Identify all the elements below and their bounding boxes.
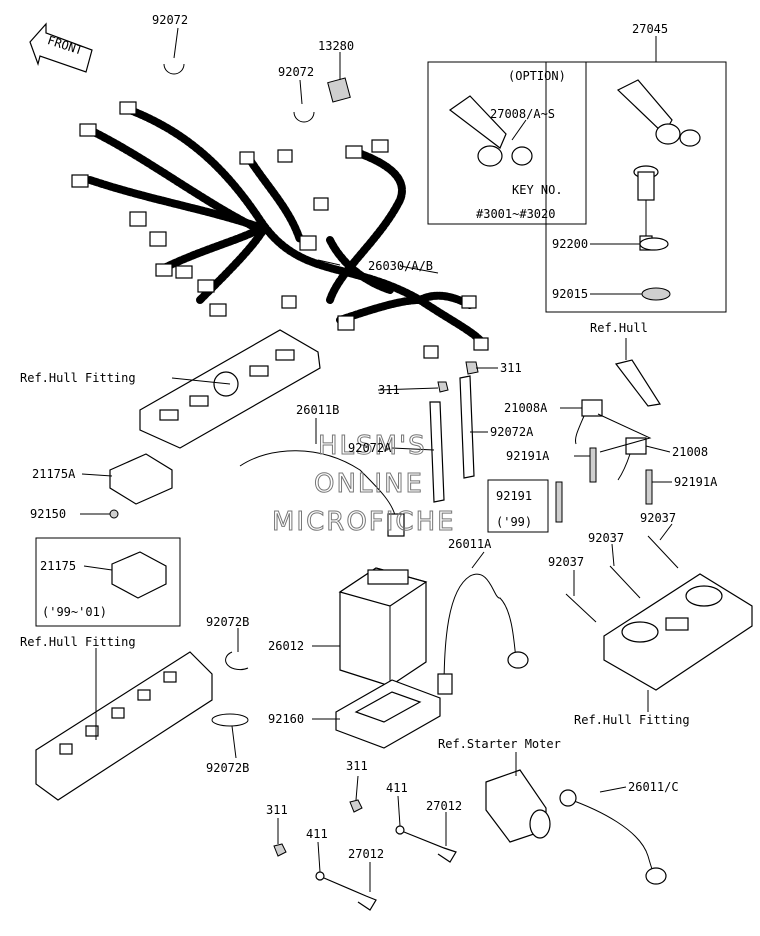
watermark: HLSM'S ONLINE MICROFICHE bbox=[272, 431, 456, 538]
option-key-line1: KEY NO. bbox=[512, 183, 563, 197]
bracket-92072a-right bbox=[459, 361, 479, 479]
pin-92037-1 bbox=[647, 535, 679, 569]
watermark-line-1: HLSM'S bbox=[318, 431, 427, 461]
ignition-key-assembly bbox=[616, 79, 701, 301]
label-92191a-2: 92191A bbox=[674, 475, 718, 489]
bolt-92191 bbox=[555, 481, 563, 523]
nut-311-c bbox=[349, 799, 363, 813]
ignition-box bbox=[545, 61, 727, 313]
label-27045: 27045 bbox=[632, 22, 668, 36]
label-311-c: 311 bbox=[346, 759, 368, 773]
strap-92072b-1 bbox=[225, 651, 249, 671]
option-box bbox=[427, 61, 587, 225]
label-ref-starter: Ref.Starter Moter bbox=[438, 737, 561, 751]
pin-92037-2 bbox=[609, 565, 641, 599]
variant-box bbox=[35, 537, 181, 627]
leader-lines bbox=[80, 27, 673, 892]
label-27012-a: 27012 bbox=[426, 799, 462, 813]
screw-92150 bbox=[109, 509, 119, 519]
relay-21008a bbox=[575, 359, 661, 445]
nut-311-d bbox=[273, 843, 287, 857]
label-92037-3: 92037 bbox=[548, 555, 584, 569]
label-ref-hull-fitting-1: Ref.Hull Fitting bbox=[20, 371, 136, 385]
variant-years: ('99~'01) bbox=[42, 605, 107, 619]
module-21175a bbox=[109, 453, 173, 519]
label-ref-hull-fitting-3: Ref.Hull Fitting bbox=[574, 713, 690, 727]
label-27012-b: 27012 bbox=[348, 847, 384, 861]
hull-fitting-plate-lower bbox=[35, 651, 213, 801]
label-92037-2: 92037 bbox=[588, 531, 624, 545]
label-92072b-2: 92072B bbox=[206, 761, 249, 775]
label-92072a-2: 92072A bbox=[348, 441, 392, 455]
label-92037-1: 92037 bbox=[640, 511, 676, 525]
cable-26011b bbox=[239, 450, 397, 521]
label-92191: 92191 bbox=[496, 489, 532, 503]
relay-21008 bbox=[617, 437, 647, 481]
module-21175 bbox=[111, 551, 167, 599]
label-92015: 92015 bbox=[552, 287, 588, 301]
label-26030: 26030/A/B bbox=[368, 259, 433, 273]
battery-26012 bbox=[338, 567, 428, 687]
label-92150: 92150 bbox=[30, 507, 66, 521]
cable-26011c bbox=[565, 797, 657, 879]
label-92191-years: ('99) bbox=[496, 515, 532, 529]
relay-link bbox=[597, 413, 652, 453]
label-92191a-1: 92191A bbox=[506, 449, 550, 463]
watermark-line-2: ONLINE bbox=[314, 469, 424, 499]
label-92072-mid: 92072 bbox=[278, 65, 314, 79]
label-411-a: 411 bbox=[386, 781, 408, 795]
label-311-b: 311 bbox=[378, 383, 400, 397]
nut-92015 bbox=[641, 287, 671, 301]
box-92191 bbox=[487, 479, 549, 533]
clamp-92072-top bbox=[163, 63, 185, 75]
option-part: 27008/A~S bbox=[490, 107, 555, 121]
washer-411-a bbox=[395, 825, 405, 835]
terminal-27012-a bbox=[403, 831, 457, 863]
label-26011b: 26011B bbox=[296, 403, 339, 417]
label-21175a: 21175A bbox=[32, 467, 76, 481]
option-key-switch bbox=[448, 95, 533, 167]
label-plate-13280 bbox=[327, 77, 351, 103]
watermark-line-3: MICROFICHE bbox=[272, 507, 456, 537]
starter-motor bbox=[485, 769, 551, 843]
clamp-92072-mid bbox=[293, 111, 315, 123]
battery-tray-92160 bbox=[335, 679, 441, 749]
washer-411-b bbox=[315, 871, 325, 881]
label-92072a-1: 92072A bbox=[490, 425, 534, 439]
wiring-harness bbox=[71, 101, 489, 359]
label-311-d: 311 bbox=[266, 803, 288, 817]
label-ref-hull: Ref.Hull bbox=[590, 321, 648, 335]
cable-26011a bbox=[443, 573, 517, 691]
label-411-b: 411 bbox=[306, 827, 328, 841]
label-21008a: 21008A bbox=[504, 401, 548, 415]
hull-fitting-plate-upper bbox=[139, 329, 321, 449]
pin-92037-3 bbox=[565, 593, 597, 623]
label-92072b-1: 92072B bbox=[206, 615, 249, 629]
hull-fitting-cover-right bbox=[603, 573, 753, 691]
front-arrow-icon: FRONT bbox=[29, 22, 93, 73]
washer-92200 bbox=[639, 237, 669, 251]
label-311-a: 311 bbox=[500, 361, 522, 375]
bolt-92191a-2 bbox=[645, 469, 653, 505]
label-92160: 92160 bbox=[268, 712, 304, 726]
label-92200: 92200 bbox=[552, 237, 588, 251]
terminal-26011b bbox=[387, 513, 405, 537]
label-92072-top: 92072 bbox=[152, 13, 188, 27]
variant-part: 21175 bbox=[40, 559, 76, 573]
label-26011a: 26011A bbox=[448, 537, 492, 551]
label-13280: 13280 bbox=[318, 39, 354, 53]
bracket-92072a-left bbox=[429, 381, 449, 503]
label-21008: 21008 bbox=[672, 445, 708, 459]
option-title: (OPTION) bbox=[508, 69, 566, 83]
strap-92072b-2 bbox=[211, 713, 249, 727]
label-ref-hull-fitting-2: Ref.Hull Fitting bbox=[20, 635, 136, 649]
terminal-27012-b bbox=[323, 877, 377, 911]
bolt-92191a-1 bbox=[589, 447, 597, 483]
option-key-line2: #3001~#3020 bbox=[476, 207, 555, 221]
label-26011c: 26011/C bbox=[628, 780, 679, 794]
label-26012: 26012 bbox=[268, 639, 304, 653]
